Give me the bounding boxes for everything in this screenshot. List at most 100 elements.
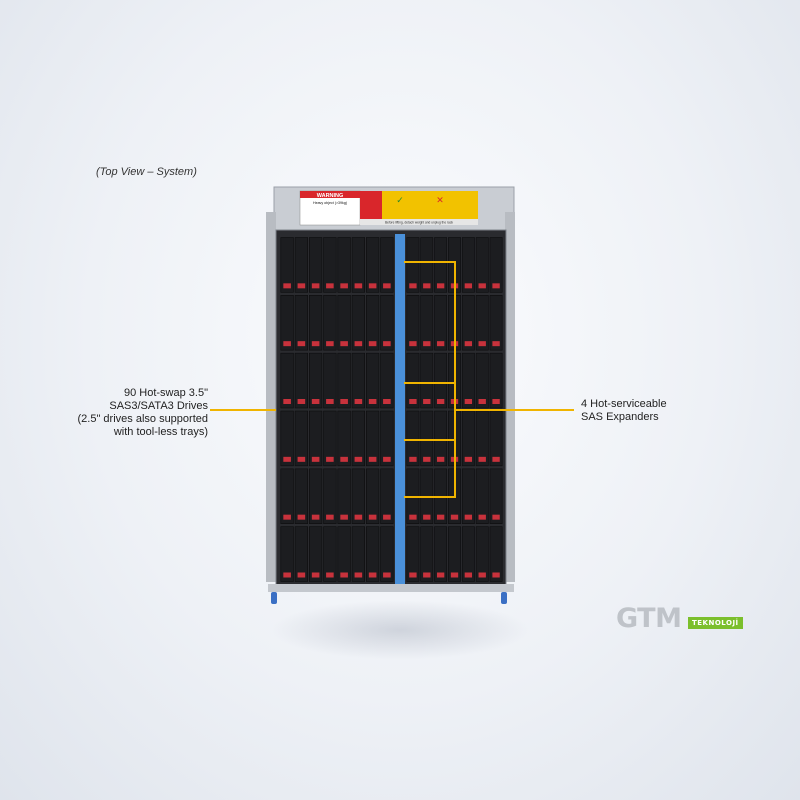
warning-header-text: WARNING [317,193,344,199]
drive-latch [450,572,459,578]
drive-latch [311,514,320,520]
drive-latch [492,341,500,347]
drive-latch [423,399,431,404]
drive-bay [420,295,434,351]
drive-latch [409,514,417,520]
drive-latch [326,456,334,462]
drive-bay [337,468,351,524]
drive-latch [368,341,377,347]
chassis-side-left [266,212,276,582]
drive-bay [337,237,351,293]
expanders-callout: 4 Hot-serviceable SAS Expanders [581,398,667,424]
drive-bay [280,237,294,293]
drive-bay [280,526,294,582]
logo-main-text: GTM [616,603,682,634]
drive-bay [434,237,448,293]
drive-bay [280,468,294,524]
drive-bay [420,237,434,293]
drive-bay [365,410,380,467]
drive-bay [308,237,323,293]
drive-bay [475,352,489,409]
drive-bay [434,526,448,582]
floor-shadow [270,600,530,660]
drive-latch [368,514,377,520]
drive-latch [436,456,445,462]
drive-bay [294,295,308,351]
drive-bay [308,295,323,351]
drive-bay [323,352,337,409]
drive-latch [423,341,431,347]
expander-connectors [404,261,456,498]
drive-latch [297,283,306,289]
drive-latch [311,283,320,289]
drive-bay [489,237,503,293]
drive-latch [368,572,377,578]
drive-latch [383,514,391,520]
drive-bay [448,526,461,582]
drive-latch [354,514,363,520]
drive-bay [489,352,503,409]
drive-bay [380,237,394,293]
drive-bay [351,410,365,467]
drive-latch [340,341,348,347]
drive-bay [420,410,434,467]
drive-latch [283,514,291,520]
foot-right [501,592,507,604]
drive-latch [478,283,486,289]
drive-latch [297,514,306,520]
warning-footer-text: Before lifting, detach weight and unplug… [385,221,453,225]
drive-bay [434,352,448,409]
drive-bay [323,410,337,467]
drive-bay [365,237,380,293]
drives-callout-line: with tool-less trays) [113,426,208,438]
drive-latch [436,399,445,404]
drive-latch [409,283,417,289]
drive-bay [294,352,308,409]
drive-latch [354,572,363,578]
drive-latch [326,572,334,578]
drive-latch [492,456,500,462]
drive-latch [464,341,473,347]
expanders-callout-line: 4 Hot-serviceable [581,398,667,410]
chassis-side-right [505,212,515,582]
drive-latch [354,341,363,347]
drive-latch [326,399,334,404]
drive-bay [351,526,365,582]
cross-mark-icon: ✕ [436,195,444,205]
drive-bay [489,468,503,524]
drive-bay [308,410,323,467]
drives-callout: 90 Hot-swap 3.5" SAS3/SATA3 Drives (2.5"… [78,387,208,439]
drive-bay [337,410,351,467]
drive-latch [478,341,486,347]
drive-latch [354,456,363,462]
drive-latch [354,399,363,404]
drive-bay [406,410,420,467]
drive-latch [436,514,445,520]
chassis-bottom-rail [268,584,514,592]
drive-bay [475,295,489,351]
drive-bay [294,237,308,293]
drives-callout-line: SAS3/SATA3 Drives [109,400,208,412]
drive-latch [492,514,500,520]
drive-bay [323,526,337,582]
drive-latch [492,399,500,404]
drive-latch [340,514,348,520]
drive-bay [461,237,475,293]
drives-callout-line: (2.5" drives also supported [77,413,208,425]
expanders-callout-line: SAS Expanders [581,411,659,423]
drive-bay [461,526,475,582]
warning-label: WARNING Heavy object (>39kg) ✓ ✕ Before … [299,190,478,226]
drive-latch [492,283,500,289]
drive-bay [308,468,323,524]
drive-latch [492,572,500,578]
expander-connector-4 [404,410,456,498]
drive-latch [311,341,320,347]
drive-latch [340,572,348,578]
drive-latch [450,514,459,520]
drive-latch [478,572,486,578]
drive-bay [406,295,420,351]
drive-bay [475,526,489,582]
drive-latch [354,283,363,289]
drive-bay [380,295,394,351]
